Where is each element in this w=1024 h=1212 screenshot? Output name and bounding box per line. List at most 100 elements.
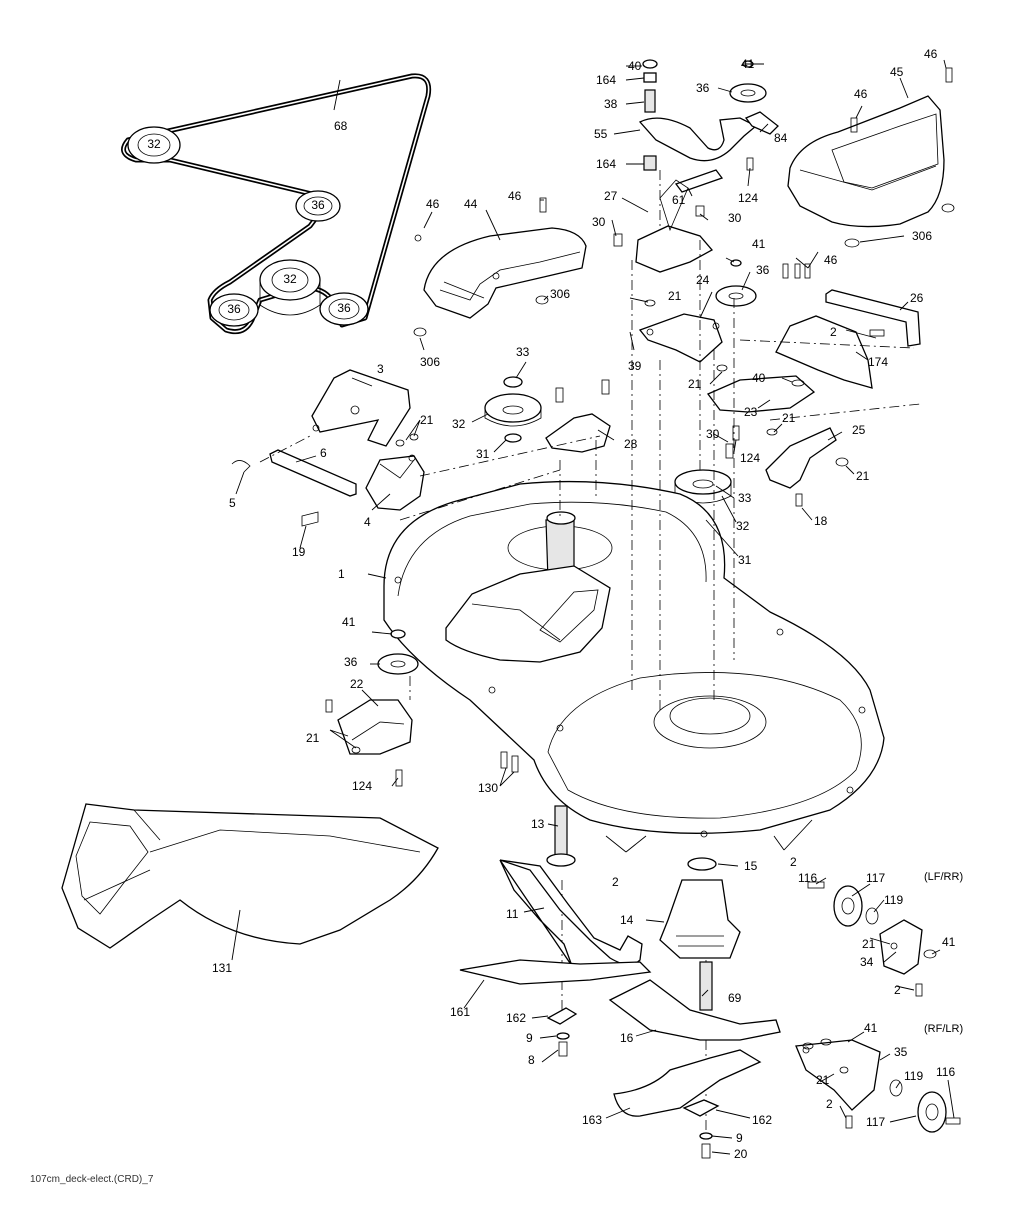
callout-label: 116 [936, 1065, 955, 1079]
pulley-36-center [715, 259, 757, 307]
bracket-25 [765, 427, 849, 507]
callout-label: 1 [338, 567, 345, 581]
callout-label: 306 [912, 229, 932, 243]
callout-label: 31 [738, 553, 752, 567]
belt-cover-left [413, 197, 587, 337]
belt-pulley-36-right: 36 [319, 292, 369, 326]
callout-label: 61 [672, 193, 686, 207]
callout-label: 33 [516, 345, 530, 359]
gauge-wheel-front [807, 881, 937, 997]
callout-label: 41 [752, 237, 766, 251]
callout-label: 124 [352, 779, 372, 793]
callout-label: 41 [942, 935, 956, 949]
svg-text:36: 36 [337, 301, 351, 315]
bracket-28 [545, 413, 611, 453]
callout-label: 33 [738, 491, 752, 505]
bolts-130 [500, 751, 519, 773]
callout-label: 46 [854, 87, 868, 101]
callout-label: 119 [904, 1069, 923, 1083]
callout-label: 21 [688, 377, 702, 391]
bracket-22 [325, 699, 413, 787]
callout-label: 31 [476, 447, 490, 461]
callout-label: 22 [350, 677, 364, 691]
callout-label: 4 [364, 515, 371, 529]
callout-label: 38 [604, 97, 618, 111]
spindle-shaft-13 [546, 805, 576, 867]
callout-label: 46 [426, 197, 440, 211]
callout-label: 2 [790, 855, 797, 869]
callout-label: 41 [741, 57, 755, 71]
callout-label: 35 [894, 1045, 908, 1059]
bracket-3 [311, 369, 411, 447]
callout-label: 2 [612, 875, 619, 889]
callout-label: 26 [910, 291, 924, 305]
callout-label: 36 [756, 263, 770, 277]
callout-label: 124 [738, 191, 758, 205]
callout-label: 84 [774, 131, 788, 145]
idler-bracket [613, 179, 723, 363]
gauge-wheel-rear [795, 1038, 961, 1133]
callout-label: 21 [306, 731, 320, 745]
callout-label: 21 [782, 411, 796, 425]
callout-label: 30 [728, 211, 742, 225]
callout-label: 306 [550, 287, 570, 301]
belt-pulley-36-upper: 36 [295, 190, 341, 222]
callout-label: 117 [866, 1115, 885, 1129]
belt-pulley-36-left: 36 [209, 293, 259, 327]
callout-label: 14 [620, 913, 634, 927]
callout-label: 161 [450, 1005, 470, 1019]
blade-16 [608, 979, 781, 1041]
front-wheel-note: (LF/RR) [924, 871, 963, 883]
rod-6 [231, 449, 357, 497]
callout-label: 40 [752, 371, 766, 385]
callout-label: 8 [528, 1053, 535, 1067]
callout-label: 30 [592, 215, 606, 229]
callout-label: 5 [229, 496, 236, 510]
callout-label: 40 [628, 59, 642, 73]
callout-label: 9 [526, 1031, 533, 1045]
svg-text:36: 36 [227, 302, 241, 316]
blade-161 [459, 959, 652, 985]
bracket-23 [706, 364, 816, 441]
callout-label: 44 [464, 197, 478, 211]
spindle-housing-14 [659, 857, 741, 1011]
callout-label: 21 [862, 937, 876, 951]
callout-label: 46 [824, 253, 838, 267]
callout-label: 162 [752, 1113, 772, 1127]
callout-label: 34 [860, 955, 874, 969]
callout-label: 21 [668, 289, 682, 303]
callout-label: 21 [420, 413, 434, 427]
drawing-code: 107cm_deck-elect.(CRD)_7 [30, 1174, 154, 1185]
mower-deck [383, 480, 885, 838]
callout-label: 46 [924, 47, 938, 61]
belt-pulley-32-left: 32 [127, 126, 181, 164]
callout-label: 32 [452, 417, 466, 431]
callout-label: 116 [798, 871, 817, 885]
callout-label: 20 [734, 1147, 748, 1161]
callout-label: 69 [728, 991, 742, 1005]
callout-label: 19 [292, 545, 306, 559]
blade-hardware-left [546, 1007, 578, 1057]
callout-label: 55 [594, 127, 608, 141]
callout-label: 45 [890, 65, 904, 79]
callout-label: 164 [596, 73, 616, 87]
callout-label: 27 [604, 189, 618, 203]
idler-arm-assembly [638, 59, 779, 193]
callout-label: 30 [706, 427, 720, 441]
callout-label: 117 [866, 871, 885, 885]
bracket-26 [775, 263, 921, 389]
callout-label: 11 [506, 907, 519, 921]
callout-label: 3 [377, 362, 384, 376]
callout-label: 162 [506, 1011, 526, 1025]
bracket-4 [301, 433, 425, 527]
belt-pulley-32-center: 32 [259, 259, 321, 316]
belt-cover-right [787, 67, 955, 248]
callout-label: 2 [826, 1097, 833, 1111]
callout-label: 23 [744, 405, 758, 419]
callout-label: 131 [212, 961, 232, 975]
callout-label: 24 [696, 273, 710, 287]
svg-text:32: 32 [283, 272, 297, 286]
callout-label: 163 [582, 1113, 602, 1127]
callout-label: 124 [740, 451, 760, 465]
